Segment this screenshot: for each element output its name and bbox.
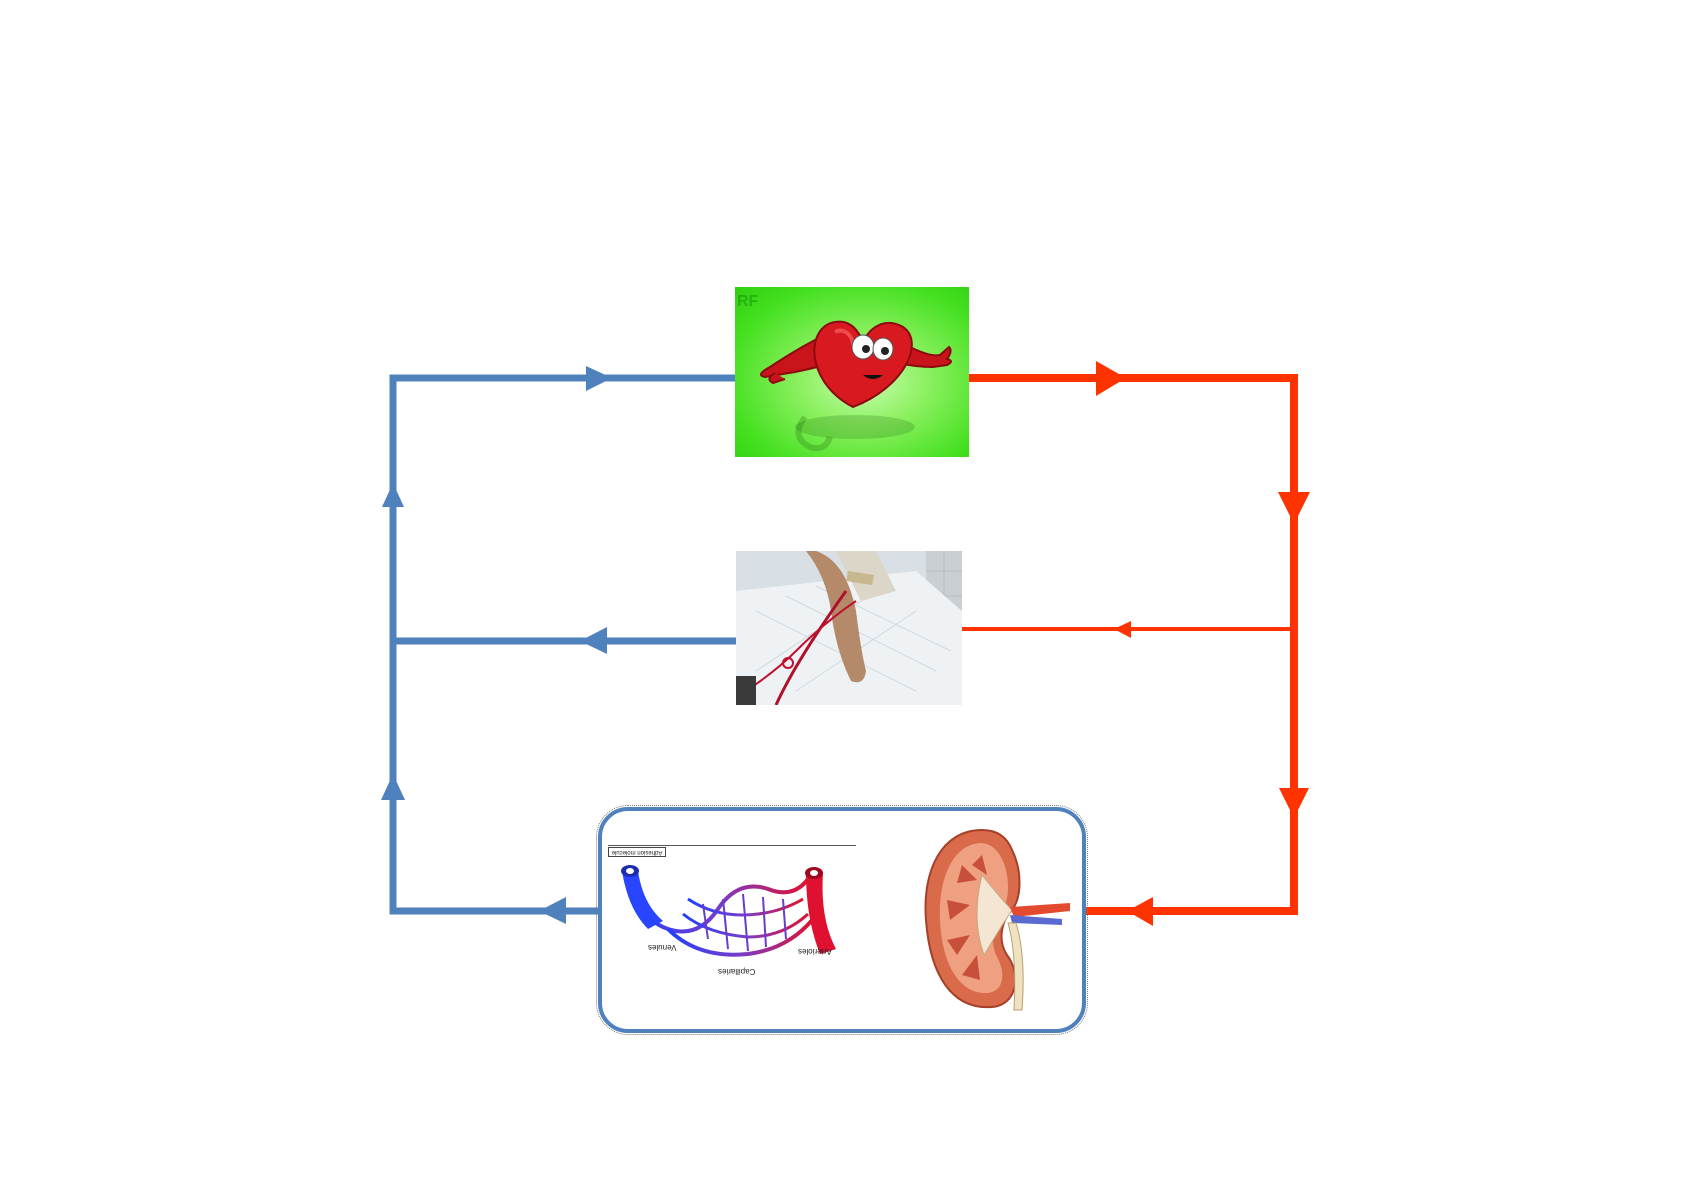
arrow-right-to-heart xyxy=(586,366,612,391)
watermark-text: RF xyxy=(737,293,758,311)
divider xyxy=(608,845,856,846)
arrow-up-upper xyxy=(382,483,404,507)
kidney-cross-section-icon xyxy=(922,825,1072,1015)
kidney-image xyxy=(922,825,1072,1015)
capillaries-label: Capillaries xyxy=(718,967,755,976)
capillary-diagram: Adhesion molecule xyxy=(608,859,856,983)
dialysis-arm-photo xyxy=(736,551,962,705)
cartoon-heart-icon xyxy=(735,287,969,457)
venules-label: Venules xyxy=(648,943,676,952)
arrow-down-lower xyxy=(1279,788,1309,818)
organs-box: Adhesion molecule xyxy=(598,807,1086,1033)
arrow-down-upper xyxy=(1278,492,1310,524)
arrow-left-from-organs xyxy=(539,897,566,924)
arrow-up-lower xyxy=(381,774,405,800)
dialysis-image xyxy=(736,551,962,705)
arrow-left-to-dialysis xyxy=(1114,621,1131,638)
arterioles-label: Arterioles xyxy=(798,947,832,956)
arrow-left-to-organs xyxy=(1127,897,1153,926)
arrow-right-from-heart xyxy=(1096,361,1126,396)
heart-image: RF xyxy=(735,287,969,457)
arrow-left-from-dialysis xyxy=(580,627,607,654)
adhesion-tag: Adhesion molecule xyxy=(608,847,666,857)
